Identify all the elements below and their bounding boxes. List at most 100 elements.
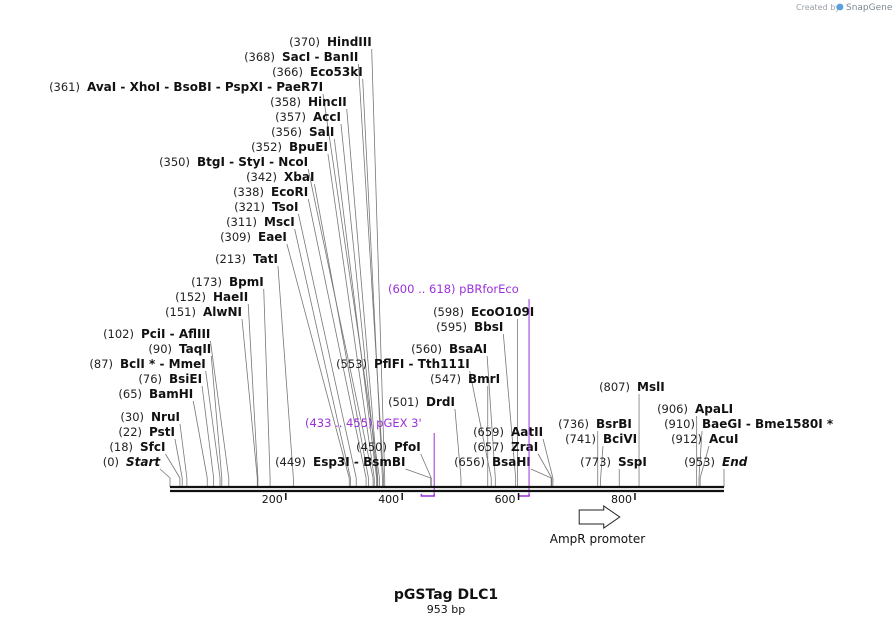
site-label-r90[interactable]: TaqII: [179, 342, 211, 356]
site-label-r736[interactable]: BsrBI: [596, 417, 632, 431]
plasmid-name: pGSTag DLC1: [394, 587, 498, 603]
scale-tick-label: 800: [611, 493, 632, 506]
site-label-r213[interactable]: TatI: [253, 252, 278, 266]
site-label-r595[interactable]: BbsI: [474, 320, 503, 334]
site-label-r366[interactable]: Eco53kI: [310, 65, 363, 79]
site-label-r659[interactable]: AatII: [511, 425, 543, 439]
feature-bracket: [517, 494, 530, 497]
site-label-r321[interactable]: TsoI: [272, 200, 298, 214]
site-leader-line: [294, 228, 351, 479]
site-position-r87: (87): [89, 357, 113, 371]
site-label-r773[interactable]: SspI: [618, 455, 647, 469]
site-label-r656[interactable]: BsaHI: [492, 455, 531, 469]
site-label-r311[interactable]: MscI: [264, 215, 295, 229]
site-label-r342[interactable]: XbaI: [284, 170, 314, 184]
site-label-r0[interactable]: Start: [126, 455, 161, 469]
site-position-r30: (30): [120, 410, 144, 424]
site-leader-line: [486, 355, 496, 479]
site-labels: HindIII(370)SacI - BanII(368)Eco53kI(366…: [49, 35, 834, 469]
site-label-r657[interactable]: ZraI: [511, 440, 538, 454]
site-leader-line: [286, 243, 350, 479]
feature-label-0[interactable]: (433 .. 455) pGEX 3': [305, 416, 422, 430]
site-label-r18[interactable]: SfcI: [140, 440, 165, 454]
site-position-r595: (595): [436, 320, 467, 334]
site-leader-line: [542, 438, 554, 479]
site-position-r358: (358): [270, 95, 301, 109]
site-position-r773: (773): [580, 455, 611, 469]
plasmid-length: 953 bp: [427, 603, 465, 616]
site-position-r598: (598): [433, 305, 464, 319]
site-position-r736: (736): [558, 417, 589, 431]
site-position-r338: (338): [233, 185, 264, 199]
site-leader-line: [298, 213, 357, 479]
site-label-r357[interactable]: AccI: [313, 110, 341, 124]
site-label-r953[interactable]: End: [722, 455, 748, 469]
site-leader-line: [600, 445, 604, 479]
site-position-r65: (65): [118, 387, 142, 401]
snapgene-logo: SnapGene: [836, 3, 893, 13]
site-label-r501[interactable]: DrdI: [426, 395, 455, 409]
site-position-r102: (102): [103, 327, 134, 341]
ampr-promoter-arrow[interactable]: [578, 505, 621, 529]
site-label-r741[interactable]: BciVI: [603, 432, 637, 446]
site-position-r370: (370): [289, 35, 320, 49]
site-label-r65[interactable]: BamHI: [149, 387, 193, 401]
feature-label-1[interactable]: (600 .. 618) pBRforEco: [388, 282, 519, 296]
site-leader-line: [327, 153, 375, 479]
site-label-r338[interactable]: EcoRI: [271, 185, 308, 199]
site-label-r173[interactable]: BpmI: [229, 275, 264, 289]
site-label-r370[interactable]: HindIII: [327, 35, 372, 49]
site-label-r22[interactable]: PstI: [149, 425, 175, 439]
site-position-r741: (741): [565, 432, 596, 446]
site-label-r912[interactable]: AcuI: [709, 432, 738, 446]
site-label-r352[interactable]: BpuEI: [289, 140, 328, 154]
site-label-r450[interactable]: PfoI: [394, 440, 421, 454]
site-leader-line: [340, 123, 378, 479]
site-position-r90: (90): [148, 342, 172, 356]
site-label-r356[interactable]: SalI: [309, 125, 334, 139]
site-leader-line: [263, 288, 271, 479]
site-position-r659: (659): [473, 425, 504, 439]
site-label-r906[interactable]: ApaLI: [695, 402, 733, 416]
site-leader-line: [210, 340, 230, 479]
site-leader-line: [346, 108, 379, 479]
snapgene-brand: SnapGene: [846, 3, 893, 13]
site-label-r361[interactable]: AvaI - XhoI - BsoBI - PspXI - PaeR7I: [87, 80, 323, 94]
site-leader-line: [307, 198, 367, 479]
site-label-r30[interactable]: NruI: [151, 410, 180, 424]
site-leader-line: [192, 400, 208, 479]
site-lines: [159, 48, 725, 487]
site-label-r358[interactable]: HincII: [308, 95, 347, 109]
site-position-r311: (311): [226, 215, 257, 229]
site-label-r350[interactable]: BtgI - StyI - NcoI: [197, 155, 308, 169]
site-position-r352: (352): [251, 140, 282, 154]
site-label-r560[interactable]: BsaAI: [449, 342, 487, 356]
site-label-r807[interactable]: MslI: [637, 380, 665, 394]
site-label-r910[interactable]: BaeGI - Bme1580I *: [702, 417, 834, 431]
site-position-r449: (449): [275, 455, 306, 469]
site-label-r368[interactable]: SacI - BanII: [282, 50, 358, 64]
site-position-r22: (22): [118, 425, 142, 439]
ampr-promoter-feature[interactable]: AmpR promoter: [550, 505, 645, 546]
site-label-r151[interactable]: AlwNI: [203, 305, 242, 319]
site-label-r76[interactable]: BsiEI: [169, 372, 202, 386]
site-label-r449[interactable]: Esp3I - BsmBI: [313, 455, 405, 469]
site-position-r368: (368): [244, 50, 275, 64]
site-label-r309[interactable]: EaeI: [258, 230, 287, 244]
site-position-r501: (501): [388, 395, 419, 409]
site-position-r151: (151): [165, 305, 196, 319]
site-leader-line: [530, 468, 552, 479]
site-label-r553[interactable]: PflFI - Tth111I: [374, 357, 470, 371]
site-label-r102[interactable]: PciI - AflIII: [141, 327, 210, 341]
site-position-r553: (553): [336, 357, 367, 371]
site-leader-line: [307, 168, 374, 479]
site-label-r152[interactable]: HaeII: [213, 290, 248, 304]
site-position-r953: (953): [684, 455, 715, 469]
site-position-r807: (807): [599, 380, 630, 394]
site-label-r598[interactable]: EcoO109I: [471, 305, 534, 319]
site-label-r87[interactable]: BclI * - MmeI: [120, 357, 206, 371]
site-leader-line: [201, 385, 215, 479]
site-leader-line: [699, 445, 710, 479]
site-label-r547[interactable]: BmrI: [468, 372, 500, 386]
